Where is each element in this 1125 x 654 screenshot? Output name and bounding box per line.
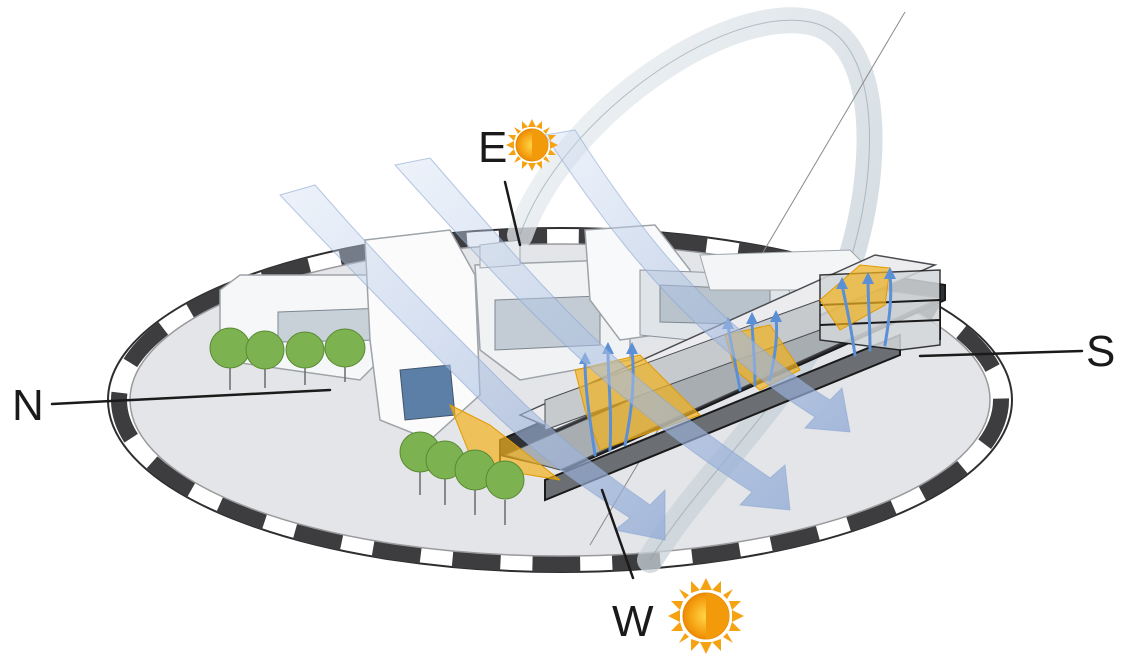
airflow-arrows [583,273,893,457]
west-line [600,488,635,580]
trees [209,327,525,525]
north-label: N [12,381,44,430]
east-label: E [478,123,507,172]
wind-arrows [279,129,851,541]
south-line [918,349,1084,358]
north-line [50,388,332,406]
compass-lines [50,180,1084,580]
sun-icon [506,119,558,171]
sun-icon [668,578,744,654]
south-label: S [1086,327,1115,376]
west-label: W [612,597,654,646]
east-line [503,180,522,247]
